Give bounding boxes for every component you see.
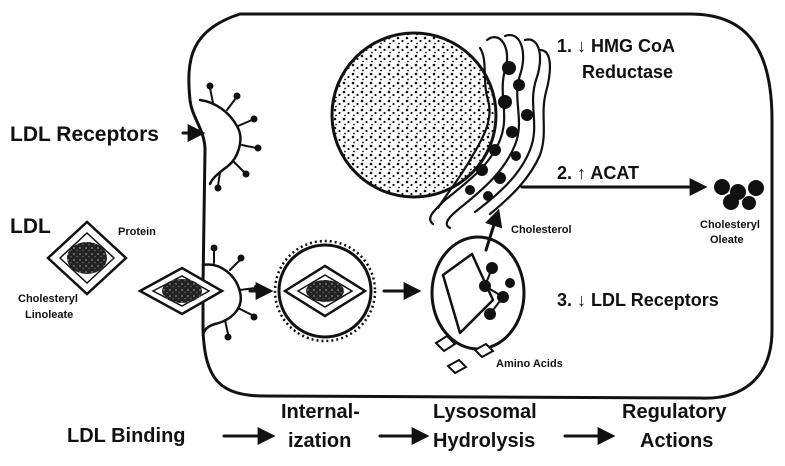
step-regulatory: Regulatory <box>622 401 727 423</box>
nucleus <box>332 33 496 197</box>
step-lysosomal: Lysosomal <box>433 401 537 423</box>
regulatory-action-3: 3. ↓ LDL Receptors <box>557 290 719 310</box>
coated-vesicle <box>275 241 375 341</box>
lysosome <box>432 237 524 349</box>
step-sequence: LDL Binding Internal- ization Lysosomal … <box>67 401 727 452</box>
cholesteryl-oleate-label-2: Oleate <box>710 234 744 246</box>
cholesteryl-oleate-label-1: Cholesteryl <box>700 219 760 231</box>
cholesterol-label: Cholesterol <box>511 224 572 236</box>
svg-text:Reductase: Reductase <box>582 62 673 82</box>
svg-text:1. ↓ HMG CoA: 1. ↓ HMG CoA <box>557 36 675 56</box>
cholesteryl-linoleate-label-1: Cholesteryl <box>18 293 78 305</box>
step-actions: Actions <box>640 430 713 452</box>
step-internalization-1: Internal- <box>281 401 360 423</box>
step-internalization-2: ization <box>288 430 351 452</box>
protein-label: Protein <box>118 226 156 238</box>
ldl-receptor-cluster-upper <box>200 83 262 192</box>
svg-text:2. ↑ ACAT: 2. ↑ ACAT <box>557 163 639 183</box>
regulatory-action-1: 1. ↓ HMG CoA Reductase <box>557 36 675 82</box>
svg-text:3. ↓ LDL Receptors: 3. ↓ LDL Receptors <box>557 290 719 310</box>
ldl-receptors-label: LDL Receptors <box>10 123 159 146</box>
cholesteryl-oleate-droplets <box>714 179 764 210</box>
regulatory-action-2: 2. ↑ ACAT <box>557 163 639 183</box>
ldl-label: LDL <box>10 215 51 238</box>
cholesteryl-linoleate-label-2: Linoleate <box>25 309 73 321</box>
ldl-particle <box>48 222 126 294</box>
step-ldl-binding: LDL Binding <box>67 425 186 447</box>
step-hydrolysis: Hydrolysis <box>433 430 535 452</box>
bound-ldl-particle <box>140 268 222 314</box>
amino-acids-label: Amino Acids <box>496 358 563 370</box>
